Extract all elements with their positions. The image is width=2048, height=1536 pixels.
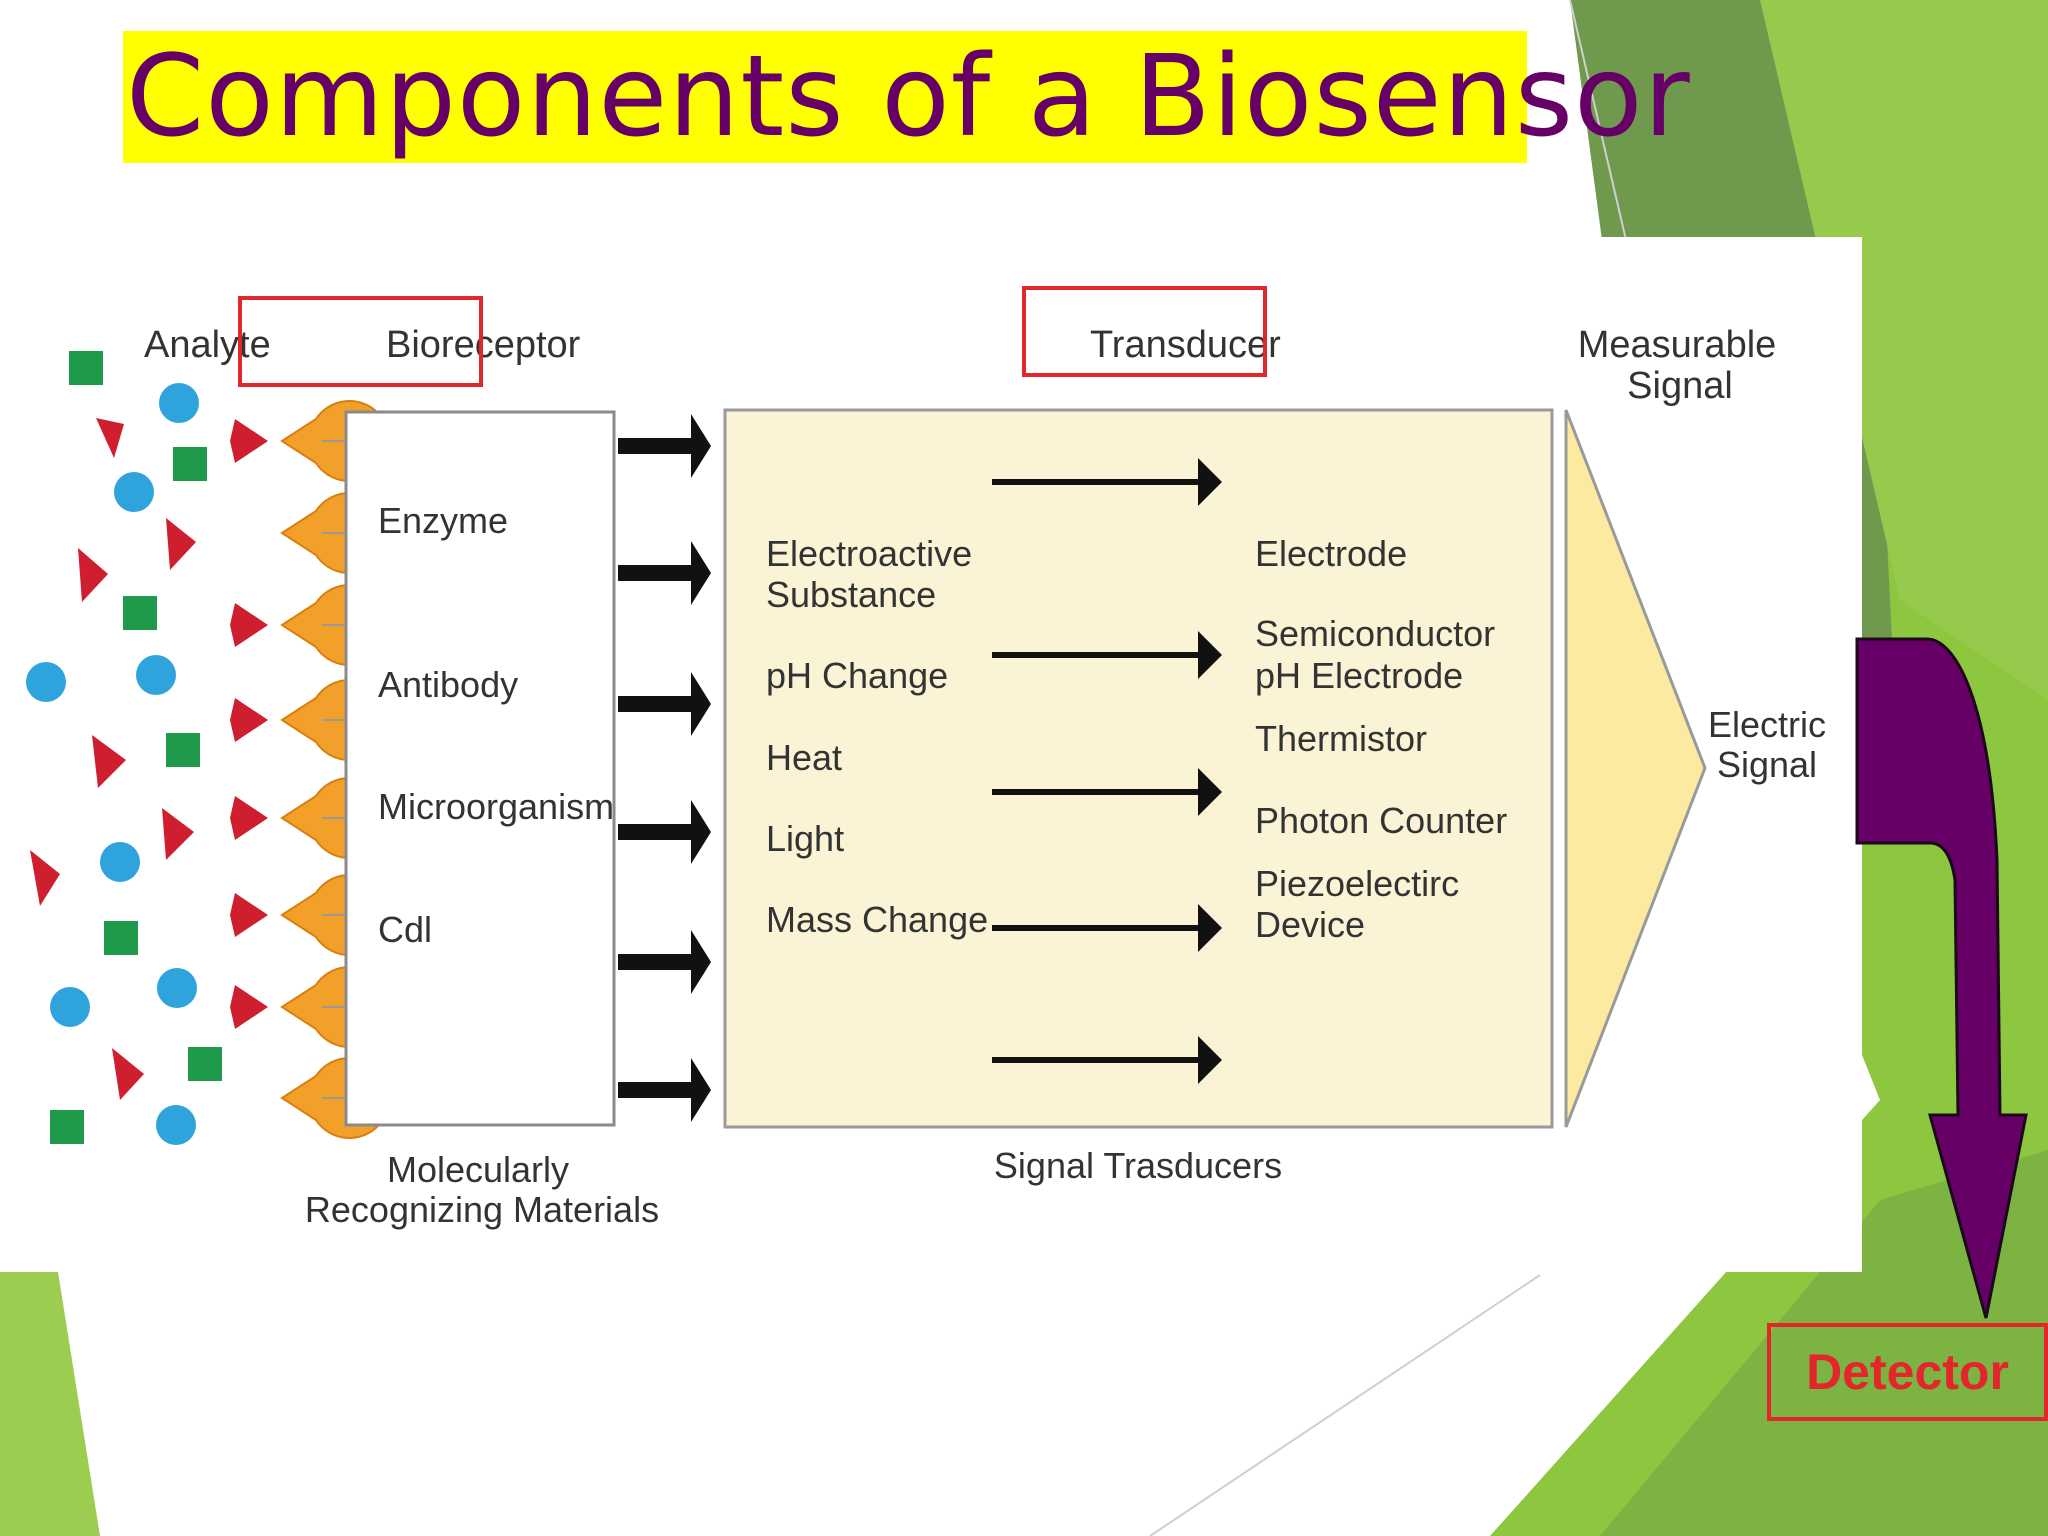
bioreceptor-enzyme: Enzyme	[378, 500, 508, 541]
signal-triangle	[1564, 409, 1707, 1128]
analyte-circle	[26, 662, 66, 702]
bioreceptor-caption: Molecularly	[387, 1149, 569, 1190]
detector-highlight-box	[1767, 1323, 2048, 1421]
theme-green-shape-light	[1760, 0, 2048, 700]
transducer-arrows	[992, 477, 1209, 1065]
transducer-highlight-box	[1022, 286, 1267, 377]
output-piezo: Piezoelectirc	[1255, 863, 1459, 904]
analyte-wedge	[78, 548, 108, 602]
header-signal: Signal	[1627, 365, 1733, 407]
decorative-line	[1149, 1274, 1541, 1536]
analyte-circle	[156, 1105, 196, 1145]
input-mass-change: Mass Change	[766, 899, 988, 940]
analyte-circle	[114, 472, 154, 512]
thick-arrow	[618, 414, 711, 478]
bioreceptor-microorganism: Microorganism	[378, 786, 614, 827]
input-heat: Heat	[766, 737, 842, 778]
thick-arrow	[618, 672, 711, 736]
transducer-caption: Signal Trasducers	[994, 1145, 1282, 1186]
header-analyte: Analyte	[144, 324, 271, 366]
input-ph-change: pH Change	[766, 655, 948, 696]
analyte-square	[166, 733, 200, 767]
thick-arrows	[618, 414, 711, 1122]
analyte-circle	[136, 655, 176, 695]
analyte-circle	[159, 383, 199, 423]
bioreceptor-box	[344, 410, 616, 1127]
transducer-box	[723, 408, 1554, 1129]
analyte-circle	[50, 987, 90, 1027]
thick-arrow	[618, 1058, 711, 1122]
transducer-arrowheads	[1198, 458, 1222, 1084]
thick-arrow	[618, 800, 711, 864]
thick-arrow	[618, 930, 711, 994]
theme-green-shape-left	[0, 1272, 100, 1536]
input-electroactive: Substance	[766, 574, 936, 615]
bioreceptor-cdl: Cdl	[378, 909, 432, 950]
bioreceptor-highlight-box	[238, 296, 483, 387]
header-bioreceptor: Bioreceptor	[386, 324, 581, 366]
detector-arrow	[1855, 637, 2028, 1319]
input-electroactive: Electroactive	[766, 533, 972, 574]
signal-electric: Signal	[1717, 744, 1817, 785]
analyte-square	[173, 447, 207, 481]
header-transducer: Transducer	[1090, 324, 1281, 366]
analyte-circle	[100, 842, 140, 882]
output-semiconductor: pH Electrode	[1255, 655, 1463, 696]
output-piezo: Device	[1255, 904, 1365, 945]
analyte-square	[50, 1110, 84, 1144]
analyte-square	[123, 596, 157, 630]
receptor-connectors	[322, 440, 346, 1099]
analyte-square	[188, 1047, 222, 1081]
slide-title: Components of a Biosensor	[126, 32, 1691, 162]
input-light: Light	[766, 818, 844, 859]
output-photon-counter: Photon Counter	[1255, 800, 1507, 841]
output-semiconductor: Semiconductor	[1255, 613, 1495, 654]
title-highlight	[123, 31, 1527, 163]
theme-green-shape-bottom	[1600, 1150, 2048, 1536]
analyte-square	[104, 921, 138, 955]
analyte-circle	[157, 968, 197, 1008]
analyte-wedge	[166, 518, 196, 570]
analyte-molecules	[26, 351, 222, 1145]
analyte-wedge	[96, 418, 124, 458]
analyte-square	[69, 351, 103, 385]
bioreceptor-antibody: Antibody	[378, 664, 518, 705]
output-electrode: Electrode	[1255, 533, 1407, 574]
detector-label: Detector	[1806, 1344, 2009, 1400]
analyte-wedge	[162, 808, 194, 860]
analyte-wedge	[92, 735, 126, 788]
analyte-wedge	[30, 850, 60, 906]
bioreceptor-caption: Recognizing Materials	[305, 1189, 659, 1230]
output-thermistor: Thermistor	[1255, 718, 1427, 759]
analyte-wedge	[112, 1048, 144, 1100]
header-measurable: Measurable	[1578, 324, 1777, 366]
signal-electric: Electric	[1708, 704, 1826, 745]
thick-arrow	[618, 541, 711, 605]
